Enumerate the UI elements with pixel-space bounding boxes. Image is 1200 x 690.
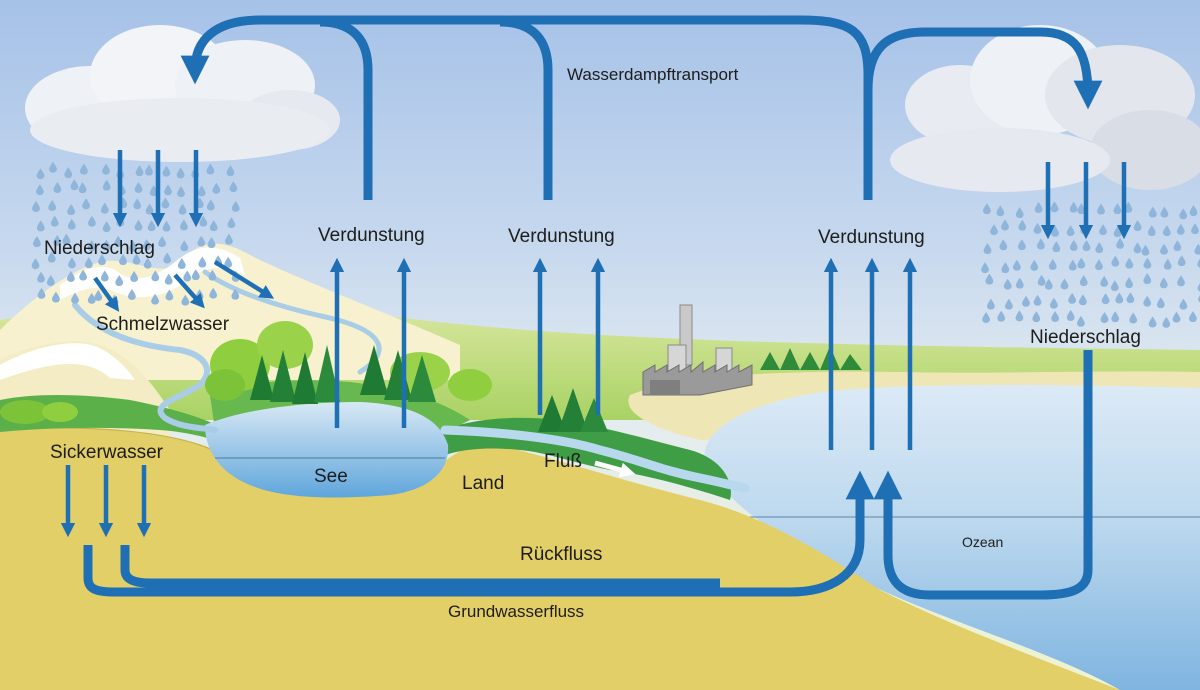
evaporation-lake-label: Verdunstung [318,225,425,246]
flow-arrows [83,15,1103,600]
mountain-back-snow [60,247,245,300]
melt-arrow-1 [93,276,120,312]
return-flow-label: Rückfluss [520,544,603,565]
river-label: Fluß [544,451,582,472]
lake-label: See [314,466,348,487]
distant-treeline [760,346,862,370]
melt-arrow-2 [173,273,205,309]
ocean-water [704,384,1200,690]
factory [642,304,753,396]
precipitation-right-label: Niederschlag [1030,327,1141,348]
lake [205,402,449,498]
mountain-stream [72,302,218,433]
green-land-center [420,417,731,500]
evaporation-land-label: Verdunstung [508,226,615,247]
vapor-branch-lake [319,17,373,200]
river [440,425,750,493]
groundwater-flow-label: Grundwasserfluss [448,602,585,621]
forest-center [538,388,608,432]
meadow-left [0,400,78,424]
cloud-right [890,25,1200,192]
cloud-left [25,25,340,162]
groundwater-flow-arrow [83,470,875,597]
vapor-transport-arrow-left [180,15,873,200]
land-label: Land [462,473,505,494]
meltwater-label: Schmelzwasser [96,314,230,335]
vapor-transport-arrow-right [863,27,1103,110]
seepage-label: Sickerwasser [50,442,163,463]
evaporation-ocean-label: Verdunstung [818,227,925,248]
ocean-label: Ozean [962,534,1004,550]
side-stream [202,269,382,375]
mountain-front-snow [0,343,135,380]
precipitation-left-label: Niederschlag [44,238,155,259]
thin-arrows [60,150,1132,538]
river-flow-arrow [594,460,636,478]
ocean-return-arrow [873,350,1093,600]
groundwater-flow-inner [120,545,720,588]
vapor-branch-land [499,17,553,200]
forest-left [205,321,340,404]
melt-arrow-3 [213,260,275,299]
vapor-transport-label: Wasserdampftransport [567,65,739,84]
